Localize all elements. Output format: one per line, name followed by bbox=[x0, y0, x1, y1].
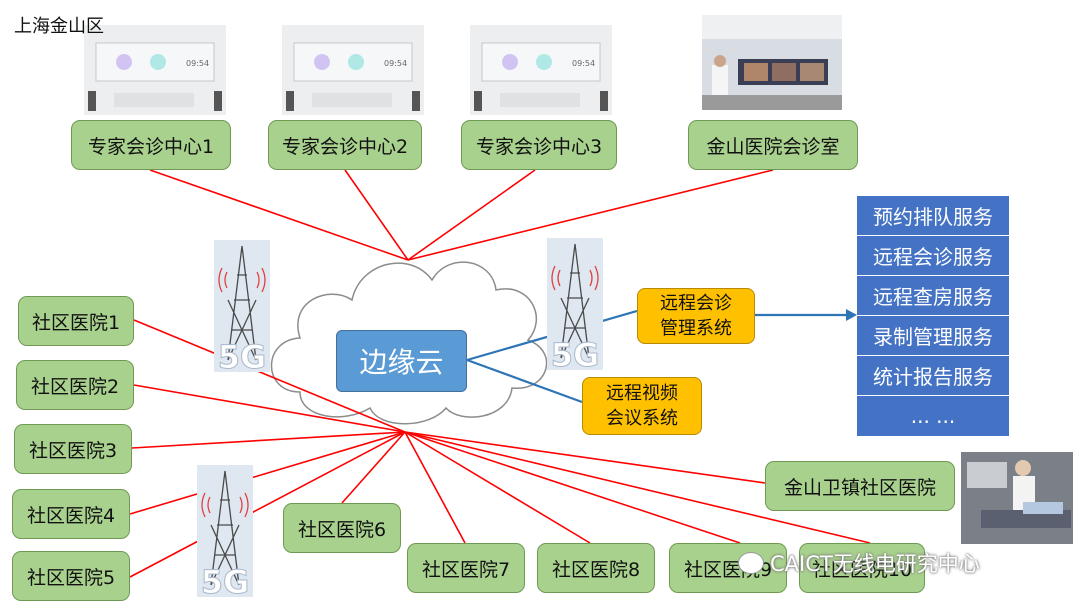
hospital-consult-room-photo bbox=[702, 15, 842, 110]
link-to-video-system bbox=[466, 358, 583, 404]
tower-5g-1: 5G bbox=[214, 240, 270, 377]
service-recording-management[interactable]: 录制管理服务 bbox=[857, 316, 1009, 356]
video-conf-system-line-2: 会议系统 bbox=[606, 408, 678, 429]
service-statistics-report[interactable]: 统计报告服务 bbox=[857, 356, 1009, 396]
community-hospital-8[interactable]: 社区医院8 bbox=[537, 543, 655, 593]
remote-consult-management-system[interactable]: 远程会诊 管理系统 bbox=[637, 288, 755, 344]
jinshan-hospital-consult-room[interactable]: 金山医院会诊室 bbox=[688, 120, 858, 170]
link-community-9 bbox=[404, 431, 741, 544]
edge-cloud-node[interactable]: 边缘云 bbox=[336, 330, 467, 392]
link-community-1 bbox=[133, 319, 406, 433]
community-hospital-2[interactable]: 社区医院2 bbox=[16, 360, 134, 410]
service-remote-ward-round[interactable]: 远程查房服务 bbox=[857, 276, 1009, 316]
top-links bbox=[149, 169, 774, 261]
conference-room-photo-2: 09:54 bbox=[282, 25, 424, 115]
expert-center-1[interactable]: 专家会诊中心1 bbox=[71, 120, 231, 170]
community-hospital-9[interactable]: 社区医院9 bbox=[669, 543, 787, 593]
patient-bed-photo bbox=[961, 452, 1073, 544]
watermark: CAICT无线电研究中心 bbox=[738, 548, 980, 578]
link-top-1 bbox=[149, 169, 409, 261]
community-hospital-5[interactable]: 社区医院5 bbox=[12, 551, 130, 601]
link-community-8 bbox=[404, 431, 591, 544]
link-community-5 bbox=[129, 431, 406, 578]
link-top-3 bbox=[407, 169, 536, 261]
link-community-4 bbox=[129, 431, 406, 515]
svg-text:09:54: 09:54 bbox=[572, 59, 595, 68]
tower-5g-1-label: 5G bbox=[218, 338, 267, 376]
conference-room-photo-3: 09:54 bbox=[470, 25, 612, 115]
remote-consult-system-line-2: 管理系统 bbox=[660, 318, 732, 339]
community-hospital-10[interactable]: 社区医院10 bbox=[799, 543, 925, 593]
arrow-head bbox=[846, 309, 857, 321]
service-more-ellipsis: ... ... bbox=[910, 404, 956, 428]
svg-text:09:54: 09:54 bbox=[384, 59, 407, 68]
wechat-icon bbox=[738, 552, 764, 574]
link-community-2 bbox=[133, 384, 406, 433]
svg-text:09:54: 09:54 bbox=[186, 59, 209, 68]
tower-5g-2-label: 5G bbox=[551, 336, 600, 374]
remote-consult-system-line-1: 远程会诊 bbox=[660, 293, 732, 314]
link-top-2 bbox=[344, 169, 409, 261]
video-conf-system-line-1: 远程视频 bbox=[606, 383, 678, 404]
remote-video-conference-system[interactable]: 远程视频 会议系统 bbox=[582, 377, 702, 435]
service-appointment-queue[interactable]: 预约排队服务 bbox=[857, 196, 1009, 236]
watermark-text: CAICT无线电研究中心 bbox=[770, 552, 980, 576]
link-weizhen bbox=[404, 431, 766, 484]
link-community-7 bbox=[404, 431, 466, 544]
tower-5g-2: 5G bbox=[547, 238, 603, 375]
community-hospital-4[interactable]: 社区医院4 bbox=[12, 489, 130, 539]
tower-5g-3-label: 5G bbox=[201, 563, 250, 601]
link-community-6 bbox=[341, 431, 406, 504]
community-hospital-7[interactable]: 社区医院7 bbox=[407, 543, 525, 593]
link-community-3 bbox=[131, 431, 406, 449]
expert-center-2[interactable]: 专家会诊中心2 bbox=[268, 120, 422, 170]
expert-center-3[interactable]: 专家会诊中心3 bbox=[461, 120, 617, 170]
community-hospital-3[interactable]: 社区医院3 bbox=[14, 424, 132, 474]
link-top-4 bbox=[407, 169, 774, 261]
services-panel: 预约排队服务 远程会诊服务 远程查房服务 录制管理服务 统计报告服务 ... .… bbox=[857, 196, 1009, 436]
community-hospital-1[interactable]: 社区医院1 bbox=[18, 296, 134, 346]
region-label: 上海金山区 bbox=[14, 16, 104, 37]
jinshan-weizhen-community-hospital[interactable]: 金山卫镇社区医院 bbox=[765, 461, 955, 511]
link-community-10 bbox=[404, 431, 871, 544]
bottom-links bbox=[129, 319, 871, 578]
tower-5g-3: 5G bbox=[197, 465, 253, 602]
community-hospital-6[interactable]: 社区医院6 bbox=[283, 503, 401, 553]
service-remote-consult[interactable]: 远程会诊服务 bbox=[857, 236, 1009, 276]
conference-room-photo-1: 09:54 bbox=[84, 25, 226, 115]
